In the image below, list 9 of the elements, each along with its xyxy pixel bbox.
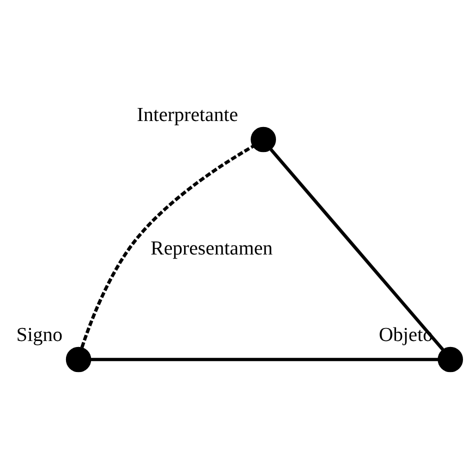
connector [90, 357, 438, 361]
node-circle [438, 346, 463, 372]
connector [270, 148, 444, 350]
node-label: Interpretante [136, 104, 238, 126]
edge-label: Representamen [150, 236, 273, 259]
connector [80, 144, 254, 348]
node-circle [66, 346, 92, 372]
node-circle [250, 126, 276, 152]
node-label: Signo [16, 324, 63, 346]
